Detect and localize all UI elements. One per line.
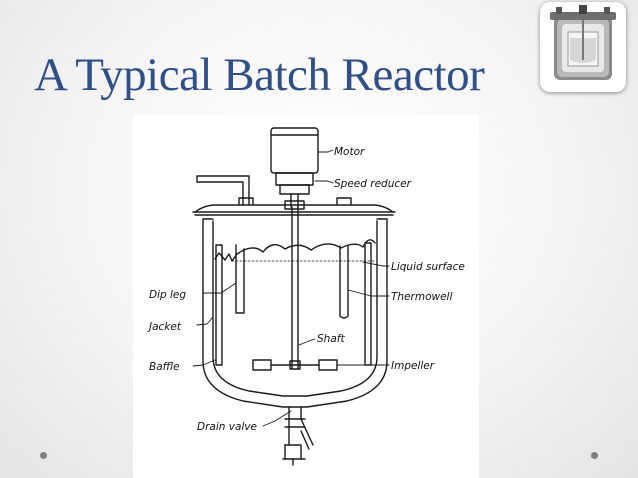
speed-reducer-shape bbox=[275, 172, 314, 210]
label-motor: Motor bbox=[334, 146, 365, 158]
reactor-vessel bbox=[212, 220, 378, 397]
motor-shape bbox=[270, 127, 319, 174]
label-speed-reducer: Speed reducer bbox=[334, 178, 412, 190]
agitator-shaft bbox=[291, 206, 299, 370]
reactor-diagram: Motor Speed reducer Liquid surface Dip l… bbox=[133, 115, 479, 478]
bullet-dot-right bbox=[591, 452, 598, 459]
slide-title: A Typical Batch Reactor bbox=[34, 49, 485, 101]
drain-valve bbox=[282, 406, 314, 466]
leader-lines bbox=[192, 149, 390, 427]
dip-leg bbox=[235, 244, 245, 314]
reactor-thumbnail-image bbox=[540, 2, 626, 92]
reactor-thumbnail-icon bbox=[550, 5, 616, 80]
label-impeller: Impeller bbox=[391, 360, 435, 372]
label-liquid-surface: Liquid surface bbox=[391, 261, 465, 273]
lid-nozzle-right bbox=[336, 197, 352, 206]
reactor-jacket bbox=[202, 218, 388, 408]
label-drain-valve: Drain valve bbox=[197, 421, 257, 433]
label-thermowell: Thermowell bbox=[391, 291, 452, 303]
impeller-shape bbox=[252, 359, 338, 371]
label-baffle: Baffle bbox=[149, 361, 180, 373]
label-dip-leg: Dip leg bbox=[149, 289, 186, 301]
label-jacket: Jacket bbox=[147, 321, 182, 333]
reactor-lid bbox=[192, 204, 396, 216]
baffle bbox=[215, 244, 223, 366]
inlet-pipe bbox=[196, 175, 250, 206]
liquid-surface bbox=[214, 239, 376, 262]
label-shaft: Shaft bbox=[317, 333, 345, 345]
lid-nozzle-left bbox=[238, 197, 254, 206]
thermowell bbox=[339, 245, 349, 319]
bullet-dot-left bbox=[40, 452, 47, 459]
